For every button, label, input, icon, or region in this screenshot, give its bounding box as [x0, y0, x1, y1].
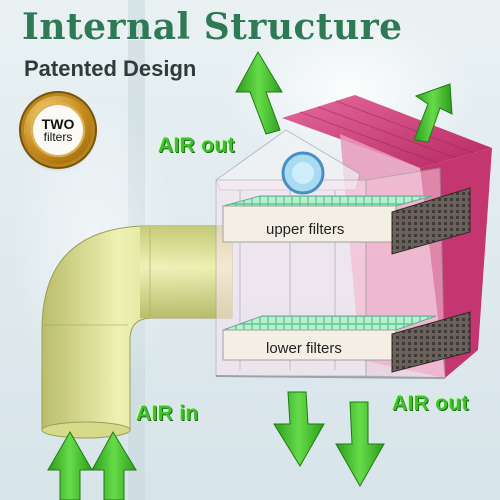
up-arrow-icon	[235, 50, 283, 135]
lower-filters-label: lower filters	[266, 340, 342, 357]
up-arrow-icon	[91, 431, 137, 500]
up-arrow-icon	[47, 431, 93, 500]
page-title: Internal Structure	[22, 6, 403, 48]
down-arrow-icon	[335, 401, 385, 488]
upper-filters-label: upper filters	[266, 221, 345, 238]
inlet-pipe	[41, 225, 233, 439]
up-arrow-icon	[413, 83, 453, 143]
air-out-bottom-label: AIR out	[392, 392, 469, 415]
air-out-top-label: AIR out	[158, 134, 235, 157]
lower-filter	[222, 329, 397, 361]
lower-clip	[391, 311, 471, 373]
badge-line2: filters	[43, 129, 73, 144]
gold-badge-icon: TWO filters	[24, 96, 92, 164]
badge-line1: TWO	[41, 115, 75, 132]
badge-face: TWO filters	[31, 103, 85, 157]
upper-clip	[391, 187, 471, 255]
down-arrow-icon	[273, 391, 325, 467]
upper-filter	[222, 205, 397, 243]
page-subtitle: Patented Design	[24, 56, 197, 81]
air-in-label: AIR in	[136, 402, 199, 425]
filter-house	[215, 95, 492, 379]
